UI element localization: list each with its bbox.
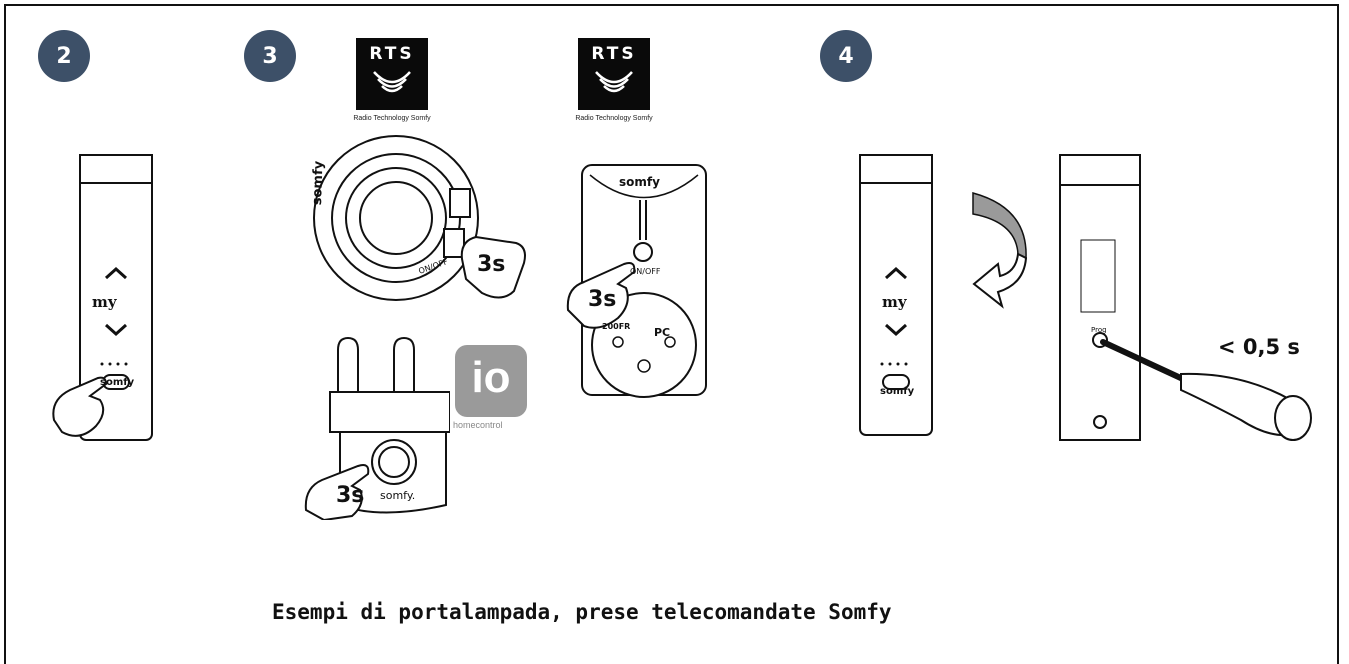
figure-frame [4,4,1339,664]
wall-plug-brand: somfy [619,175,660,189]
step-badge-3: 3 [244,30,296,82]
plug-adapter-brand: somfy. [380,489,416,502]
remote-brand: somfy [100,377,135,388]
radio-waves-icon [595,71,633,93]
short-press-duration: < 0,5 s [1218,335,1300,359]
wall-plug-onoff-label: ON/OFF [630,267,661,276]
rts-logo-text: RTS [591,44,637,64]
dial-module-illustration [313,135,526,301]
pc-mark-label: PC [654,326,671,339]
dial-press-time: 3s [477,252,506,277]
remote-front-my-label: my [882,293,907,311]
radio-waves-icon [373,71,411,93]
rts-caption: Radio Technology Somfy [353,115,431,122]
step-badge-4: 4 [820,30,872,82]
plug-adapter-illustration [304,336,450,520]
prog-button-label: Prog [1091,326,1107,334]
figure-caption: Esempi di portalampada, prese telecomand… [272,600,892,624]
socket-code-label: 200FR [602,322,631,331]
io-logo-text: io [471,353,511,402]
remote-front-brand: somfy [880,386,915,397]
remote-front-illustration [859,154,933,436]
io-logo-caption: homecontrol [453,420,503,430]
rts-logo: RTS [356,38,428,110]
step-badge-2: 2 [38,30,90,82]
wall-plug-press-time: 3s [588,287,617,312]
io-homecontrol-logo: io [455,345,527,417]
dial-brand: somfy [310,160,327,206]
rts-logo-text: RTS [369,44,415,64]
plug-adapter-press-time: 3s [336,483,365,508]
remote-back-illustration [1059,154,1312,441]
wall-plug-illustration [566,164,707,398]
rotate-arrow-icon [972,192,1028,309]
remote-control-illustration [52,154,153,441]
rts-caption: Radio Technology Somfy [575,115,653,122]
remote-my-label: my [92,293,117,311]
rts-logo: RTS [578,38,650,110]
